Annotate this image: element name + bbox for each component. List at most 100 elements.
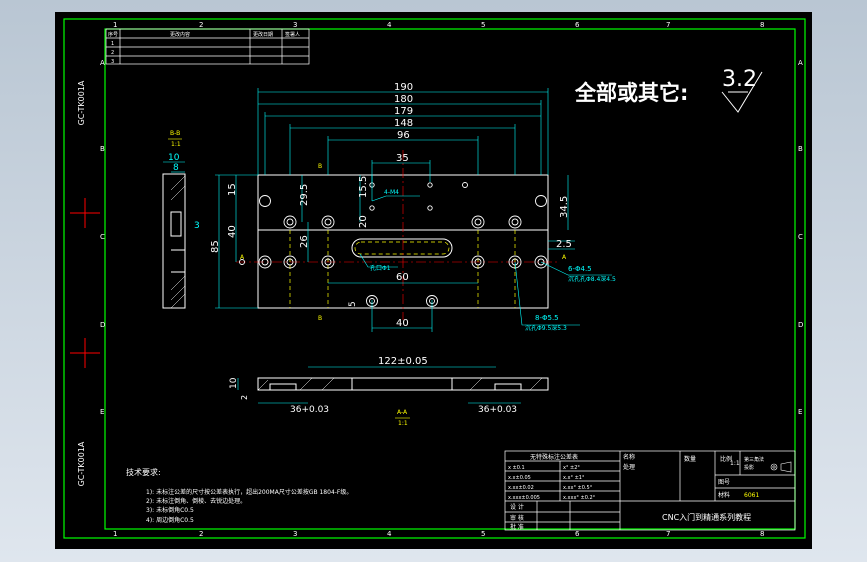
marker-a-right: A <box>562 254 567 261</box>
tech-req-title: 技术要求: <box>126 467 161 477</box>
zone-col-top-8: 8 <box>760 21 764 29</box>
hole-17 <box>369 205 375 211</box>
hole-inner-12 <box>537 258 545 266</box>
tol-r3c1: x.xx±0.02 <box>508 485 534 491</box>
tb-name-label: 名称 <box>623 453 635 461</box>
dim-5: 5 <box>348 301 358 307</box>
zone-row-left-E: E <box>100 408 104 416</box>
section-aa-view <box>257 377 549 391</box>
registration-mark-top <box>70 198 100 228</box>
zone-col-top-1: 1 <box>113 21 117 29</box>
signoff-review: 审 核 <box>510 514 524 522</box>
zone-row-right-C: C <box>798 233 803 241</box>
tb-qty-label: 数量 <box>684 455 696 463</box>
rev-header-content: 更改内容 <box>170 31 190 38</box>
tb-process-label: 处理 <box>623 463 635 471</box>
surface-note: 全部或其它: <box>574 81 688 105</box>
zone-row-left-C: C <box>100 233 105 241</box>
hole-12 <box>534 255 548 269</box>
sheet-background <box>55 12 812 549</box>
zone-row-left-D: D <box>100 321 105 329</box>
revision-table <box>105 28 310 65</box>
hole-8 <box>283 255 297 269</box>
dim-60: 60 <box>396 272 409 283</box>
hole-7 <box>258 255 272 269</box>
tb-material-label: 材料 <box>718 491 730 499</box>
tb-material-value: 6061 <box>744 492 759 499</box>
hole-9 <box>321 255 335 269</box>
rev-row-3: 3 <box>111 59 114 65</box>
tech-req-3: 3): 未标倒角C0.5 <box>146 506 194 514</box>
dim-40-left: 40 <box>227 225 238 238</box>
tb-view-label: 投影 <box>744 464 754 471</box>
registration-mark-bottom <box>70 338 100 368</box>
zone-col-bottom-8: 8 <box>760 530 764 538</box>
rev-header-date: 更改日期 <box>253 31 273 38</box>
zone-col-bottom-1: 1 <box>113 530 117 538</box>
hole-inner-8 <box>286 258 294 266</box>
title-block-grid <box>504 450 796 531</box>
dim-35: 35 <box>396 153 409 164</box>
hole-2 <box>535 195 547 207</box>
dim-10-section: 10 <box>229 377 239 389</box>
note-6-phi4-5: 6-Φ4.5 <box>568 265 592 273</box>
zone-row-right-A: A <box>798 59 803 67</box>
tol-r4c2: x.xxx° ±0.2° <box>563 495 596 501</box>
side-view-bb <box>162 173 186 309</box>
dim-bb-3: 3 <box>194 221 200 231</box>
dim-85: 85 <box>210 240 221 253</box>
zone-col-bottom-6: 6 <box>575 530 580 538</box>
hole-inner-11 <box>511 258 519 266</box>
tech-req-2: 2): 未标注倒角、倒棱、去锐边处理。 <box>146 497 246 505</box>
tb-scale-value: 1:1 <box>730 460 740 467</box>
note-counterbore-1: 沉孔孔Φ8.4深4.5 <box>568 275 616 283</box>
roughness-symbol <box>721 71 763 113</box>
note-counterbore-2: 沉孔Φ9.5深5.3 <box>525 324 567 332</box>
dim-bb-8: 8 <box>173 163 179 173</box>
outer-frame <box>63 18 806 539</box>
tol-r3c2: x.xx° ±0.5° <box>563 485 593 491</box>
bottom-dimension-lines <box>328 282 478 332</box>
dim-180: 180 <box>394 94 413 105</box>
dim-34-5: 34.5 <box>559 196 570 218</box>
left-dimension-lines <box>215 174 373 309</box>
dim-96: 96 <box>397 130 410 141</box>
tol-r1c1: x ±0.1 <box>508 465 525 471</box>
hole-inner-5 <box>474 218 482 226</box>
zone-col-top-3: 3 <box>293 21 297 29</box>
hole-inner-6 <box>511 218 519 226</box>
hole-19 <box>239 259 245 265</box>
zone-col-top-6: 6 <box>575 21 580 29</box>
dim-36-right: 36+0.03 <box>478 405 517 415</box>
dim-190: 190 <box>394 82 413 93</box>
hole-6 <box>508 215 522 229</box>
dim-20: 20 <box>358 215 369 228</box>
side-view-dims <box>163 161 185 173</box>
tolerance-title: 无特殊标注公差表 <box>530 453 578 461</box>
hole-3 <box>283 215 297 229</box>
tb-drawing-no-label: 图号 <box>718 479 730 486</box>
dim-26: 26 <box>299 235 310 248</box>
hole-11 <box>508 255 522 269</box>
zone-row-right-D: D <box>798 321 803 329</box>
top-dimension-lines <box>257 88 549 182</box>
dim-29-5: 29.5 <box>299 184 310 206</box>
signoff-design: 设 计 <box>510 503 524 511</box>
tol-r2c2: x.x° ±1° <box>563 475 585 481</box>
side-label-bottom: GC-TK001A <box>77 441 86 486</box>
marker-b-bottom: B <box>318 315 322 322</box>
tb-company: CNC入门到精通系列教程 <box>662 512 751 522</box>
dim-2-5: 2.5 <box>556 239 572 250</box>
zone-col-top-5: 5 <box>481 21 485 29</box>
note-4-m4: 4-M4 <box>384 189 399 196</box>
hole-10 <box>471 255 485 269</box>
zone-col-top-7: 7 <box>666 21 670 29</box>
section-bb-label: B-B <box>170 130 180 137</box>
tb-view-value: 第三角法 <box>744 456 764 463</box>
dim-2-section: 2 <box>240 395 249 400</box>
zone-row-left-A: A <box>100 59 105 67</box>
